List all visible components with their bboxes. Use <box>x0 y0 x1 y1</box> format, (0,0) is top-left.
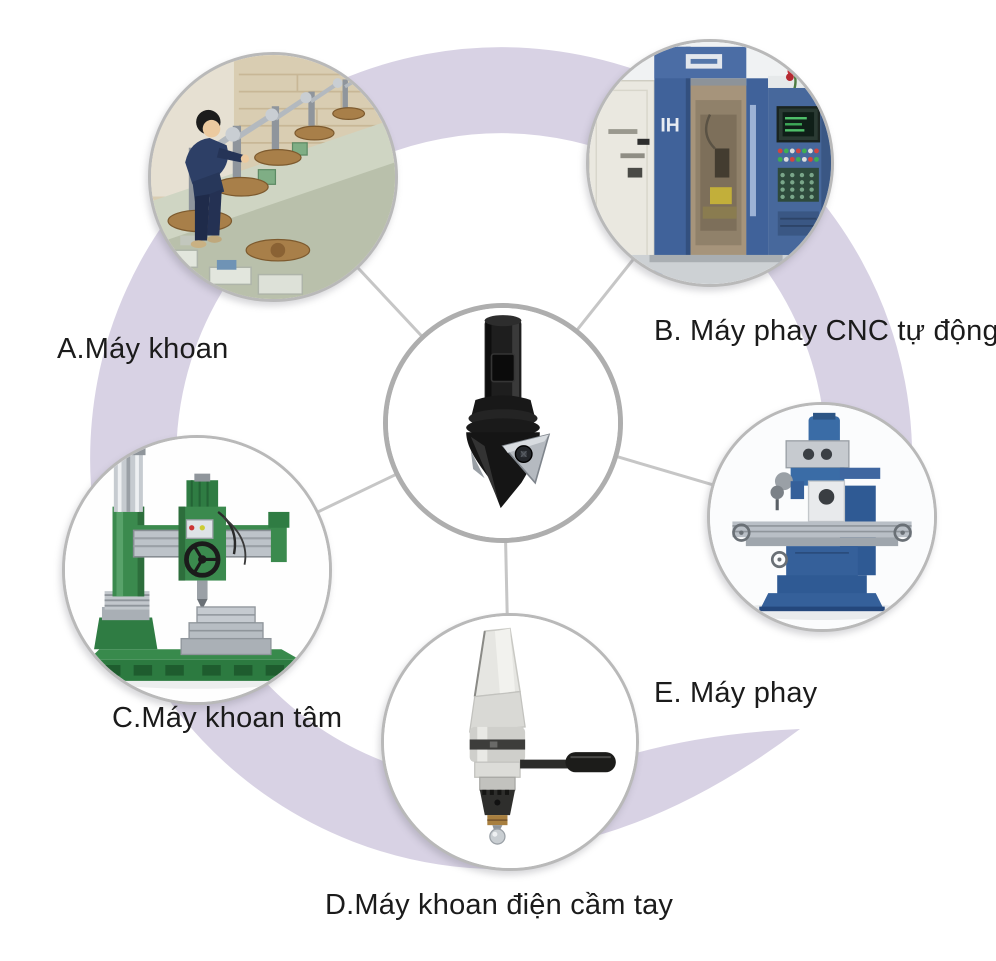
radial-drilling-machine-photo <box>65 438 329 702</box>
drill-head <box>178 473 247 610</box>
keypad-dots <box>780 172 814 200</box>
cnc-milling-machine-photo: IH <box>589 42 831 284</box>
cnc-control-panel <box>768 87 831 265</box>
side-handle <box>520 752 616 773</box>
center-tool-circle <box>383 303 623 543</box>
machine-body: IH <box>654 46 769 275</box>
tool-shank <box>484 315 522 403</box>
machine-brand-text: IH <box>660 115 679 137</box>
drill-body <box>468 627 526 778</box>
button-rows <box>777 148 819 162</box>
node-photo-b: IH <box>586 39 834 287</box>
work-table <box>732 521 912 547</box>
drilling-workshop-photo <box>151 55 395 299</box>
handheld-electric-drill-photo <box>384 616 636 868</box>
tool-collar <box>466 395 540 437</box>
node-photo-e <box>707 402 937 632</box>
milling-machine-photo <box>710 405 934 629</box>
node-photo-a <box>148 52 398 302</box>
node-photo-c <box>62 435 332 705</box>
node-photo-d <box>381 613 639 871</box>
label-node-d: D.Máy khoan điện cầm tay <box>325 889 674 921</box>
chuck-assembly <box>479 776 516 845</box>
label-node-c: C.Máy khoan tâm <box>112 702 343 734</box>
cutting-insert <box>501 433 551 485</box>
label-node-a: A.Máy khoan <box>57 333 229 365</box>
label-node-e: E. Máy phay <box>654 677 818 709</box>
worker-figure <box>185 109 250 249</box>
knee-and-base <box>759 546 885 612</box>
label-node-b: B. Máy phay CNC tự động <box>654 315 996 347</box>
box-table <box>180 606 272 656</box>
countersink-bit-illustration <box>388 308 618 538</box>
